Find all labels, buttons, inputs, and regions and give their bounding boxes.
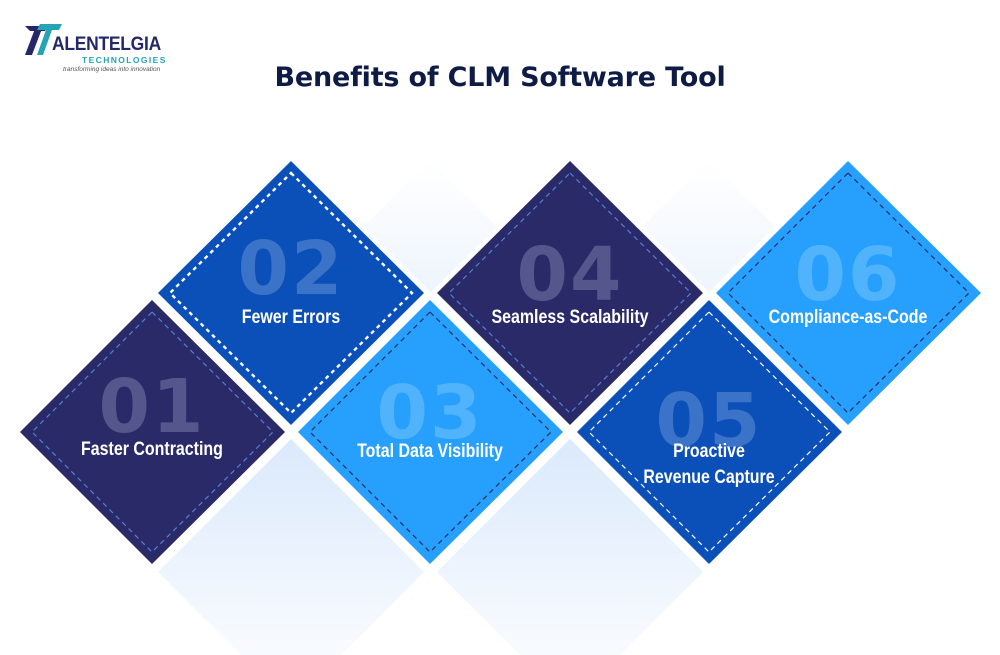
benefit-number-06: 06 — [794, 232, 902, 318]
benefit-label-line: Revenue Capture — [643, 467, 775, 488]
benefit-label-04: Seamless Scalability — [469, 305, 671, 331]
benefit-label-03: Total Data Visibility — [329, 439, 531, 465]
tint-diamond — [437, 439, 703, 655]
logo-t-mark-icon — [25, 24, 62, 55]
benefit-diamond-05 — [577, 300, 842, 564]
benefit-label-05: Proactive Revenue Capture — [608, 439, 810, 491]
benefit-diamond-04 — [437, 161, 703, 425]
benefit-label-line: Compliance-as-Code — [768, 307, 928, 328]
benefit-diamond-01 — [20, 300, 285, 564]
benefit-number-04: 04 — [516, 232, 624, 318]
logo-subtitle: TECHNOLOGIES — [82, 55, 167, 65]
benefit-label-line: Faster Contracting — [81, 439, 223, 460]
benefit-number-05: 05 — [655, 378, 763, 464]
benefit-diamond-03 — [298, 300, 563, 564]
benefit-label-line: Proactive — [673, 441, 745, 462]
benefit-label-line: Fewer Errors — [241, 307, 341, 328]
benefit-diamond-06 — [716, 161, 981, 425]
benefit-label-line: Total Data Visibility — [357, 441, 503, 462]
page-title: Benefits of CLM Software Tool — [274, 62, 726, 93]
company-logo: ALENTELGIA TECHNOLOGIES transforming ide… — [22, 24, 182, 74]
benefit-label-06: Compliance-as-Code — [747, 305, 949, 331]
logo-tagline: transforming ideas into innovation — [63, 66, 161, 73]
tint-diamond — [158, 439, 424, 655]
benefit-label-line: Seamless Scalability — [491, 307, 649, 328]
benefit-label-02: Fewer Errors — [190, 305, 392, 331]
benefit-number-01: 01 — [98, 364, 206, 450]
benefit-diamond-02 — [158, 161, 424, 425]
benefit-number-02: 02 — [237, 226, 345, 312]
benefit-label-01: Faster Contracting — [51, 437, 253, 463]
logo-name: ALENTELGIA — [52, 34, 161, 55]
benefit-number-03: 03 — [376, 370, 484, 456]
